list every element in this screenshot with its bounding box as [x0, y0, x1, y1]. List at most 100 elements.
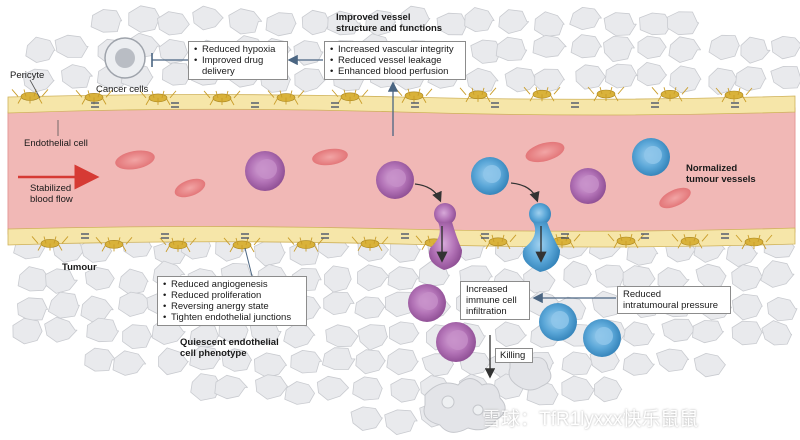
- tissue-cell: [464, 7, 495, 32]
- immune-cell-blue-2: [632, 138, 670, 176]
- hypoxia-item-3: delivery: [194, 66, 282, 77]
- immune-cell-blue-1: [471, 157, 509, 195]
- box-pressure: Reduced intratumoural pressure: [617, 286, 731, 314]
- tissue-cell: [255, 374, 288, 400]
- pericyte: [287, 237, 325, 252]
- junction: [331, 102, 339, 108]
- immune-cell-tissue-2: [583, 319, 621, 357]
- tissue-cell: [158, 347, 189, 376]
- box-hypoxia: Reduced hypoxia Improved drug delivery: [188, 41, 288, 80]
- label-tumour: Tumour: [62, 262, 97, 273]
- cancer-cell-tissue-1: [408, 284, 446, 322]
- tissue-cell: [157, 11, 190, 36]
- junction: [731, 102, 739, 108]
- tissue-cell: [760, 260, 795, 288]
- inhibit-icon: [151, 53, 188, 67]
- immune-line-1: Increased: [466, 284, 508, 295]
- tissue-cell: [623, 321, 655, 347]
- label-quiescent-line2: cell phenotype: [180, 348, 247, 359]
- tissue-cell: [494, 321, 527, 347]
- junction: [161, 233, 169, 239]
- tissue-cell: [45, 268, 78, 294]
- tissue-cell: [387, 266, 420, 291]
- tissue-cell: [561, 351, 594, 376]
- tissue-cell: [118, 291, 152, 317]
- tissue-cell: [118, 268, 149, 296]
- tissue-cell: [603, 12, 637, 36]
- junction: [641, 233, 649, 239]
- tissue-cell: [25, 36, 56, 63]
- killing-text: Killing: [500, 350, 526, 361]
- tissue-cell: [605, 63, 638, 89]
- tissue-cell: [44, 316, 78, 343]
- angiogenesis-item-3: Reversing anergy state: [163, 301, 301, 312]
- pericyte: [523, 86, 561, 102]
- tissue-cell: [504, 67, 539, 93]
- label-cancer-cells: Cancer cells: [96, 84, 149, 95]
- tissue-cell: [570, 34, 602, 59]
- tissue-cell: [692, 320, 724, 344]
- tissue-cell: [639, 12, 673, 36]
- tissue-cell: [355, 349, 386, 375]
- pericyte: [223, 237, 261, 253]
- pericyte: [11, 89, 49, 104]
- immune-cell-tissue-1: [539, 303, 577, 341]
- tissue-cell: [189, 325, 219, 348]
- tissue-cell: [656, 348, 690, 372]
- tissue-cell: [534, 68, 565, 94]
- tissue-cell: [770, 66, 800, 89]
- tissue-cell: [668, 36, 701, 63]
- tissue-cell: [221, 348, 253, 372]
- cancer-cell-purple-3: [570, 168, 606, 204]
- junction: [81, 233, 89, 239]
- hypoxia-item-2: Improved drug: [194, 55, 282, 66]
- tissue-cell: [693, 353, 726, 378]
- box-immune: Increased immune cell infiltration: [460, 281, 530, 320]
- tissue-cell: [575, 64, 606, 90]
- killed-cell-debris: [423, 354, 552, 433]
- pericyte: [139, 90, 177, 106]
- cancer-cell-grey: [104, 37, 146, 79]
- pericyte: [95, 237, 133, 252]
- label-stabilized-line1: Stabilized: [30, 183, 72, 194]
- tissue-cell: [290, 350, 322, 374]
- tissue-cell: [622, 352, 655, 376]
- tissue-cell: [84, 266, 115, 291]
- tissue-cell: [708, 67, 739, 95]
- tissue-cell: [22, 68, 55, 93]
- tissue-cell: [534, 11, 565, 38]
- label-quiescent-line1: Quiescent endothelial: [180, 337, 279, 348]
- tissue-cell: [766, 297, 798, 322]
- tissue-cell: [284, 381, 315, 405]
- tissue-cell: [771, 36, 800, 60]
- tissue-cell: [122, 324, 153, 349]
- pericyte: [735, 234, 773, 250]
- junction: [561, 233, 569, 239]
- arrow-blue-extravasate: [510, 182, 540, 203]
- pericyte: [459, 87, 497, 103]
- pericyte: [671, 234, 709, 249]
- label-normalized-line1: Normalized: [686, 163, 738, 174]
- box-angiogenesis: Reduced angiogenesis Reduced proliferati…: [157, 276, 307, 326]
- tissue-cell: [228, 8, 263, 35]
- tissue-cell: [661, 318, 696, 343]
- angiogenesis-item-4: Tighten endothelial junctions: [163, 312, 301, 323]
- tissue-cell: [495, 36, 528, 61]
- label-normalized-line2: tumour vessels: [686, 174, 756, 185]
- junction: [241, 233, 249, 239]
- tissue-cell: [283, 323, 316, 349]
- junction: [481, 233, 489, 239]
- junction: [91, 102, 99, 108]
- pericyte: [479, 234, 517, 250]
- tissue-cell: [80, 295, 114, 323]
- pericyte-row: [11, 86, 773, 253]
- angiogenesis-item-1: Reduced angiogenesis: [163, 279, 301, 290]
- tissue-cell: [350, 406, 383, 431]
- pericyte: [715, 87, 753, 103]
- tissue-cell: [731, 264, 764, 292]
- angiogenesis-item-2: Reduced proliferation: [163, 290, 301, 301]
- junction: [411, 102, 419, 108]
- box-vascular: Increased vascular integrity Reduced ves…: [324, 41, 466, 80]
- tissue-cell: [325, 324, 359, 348]
